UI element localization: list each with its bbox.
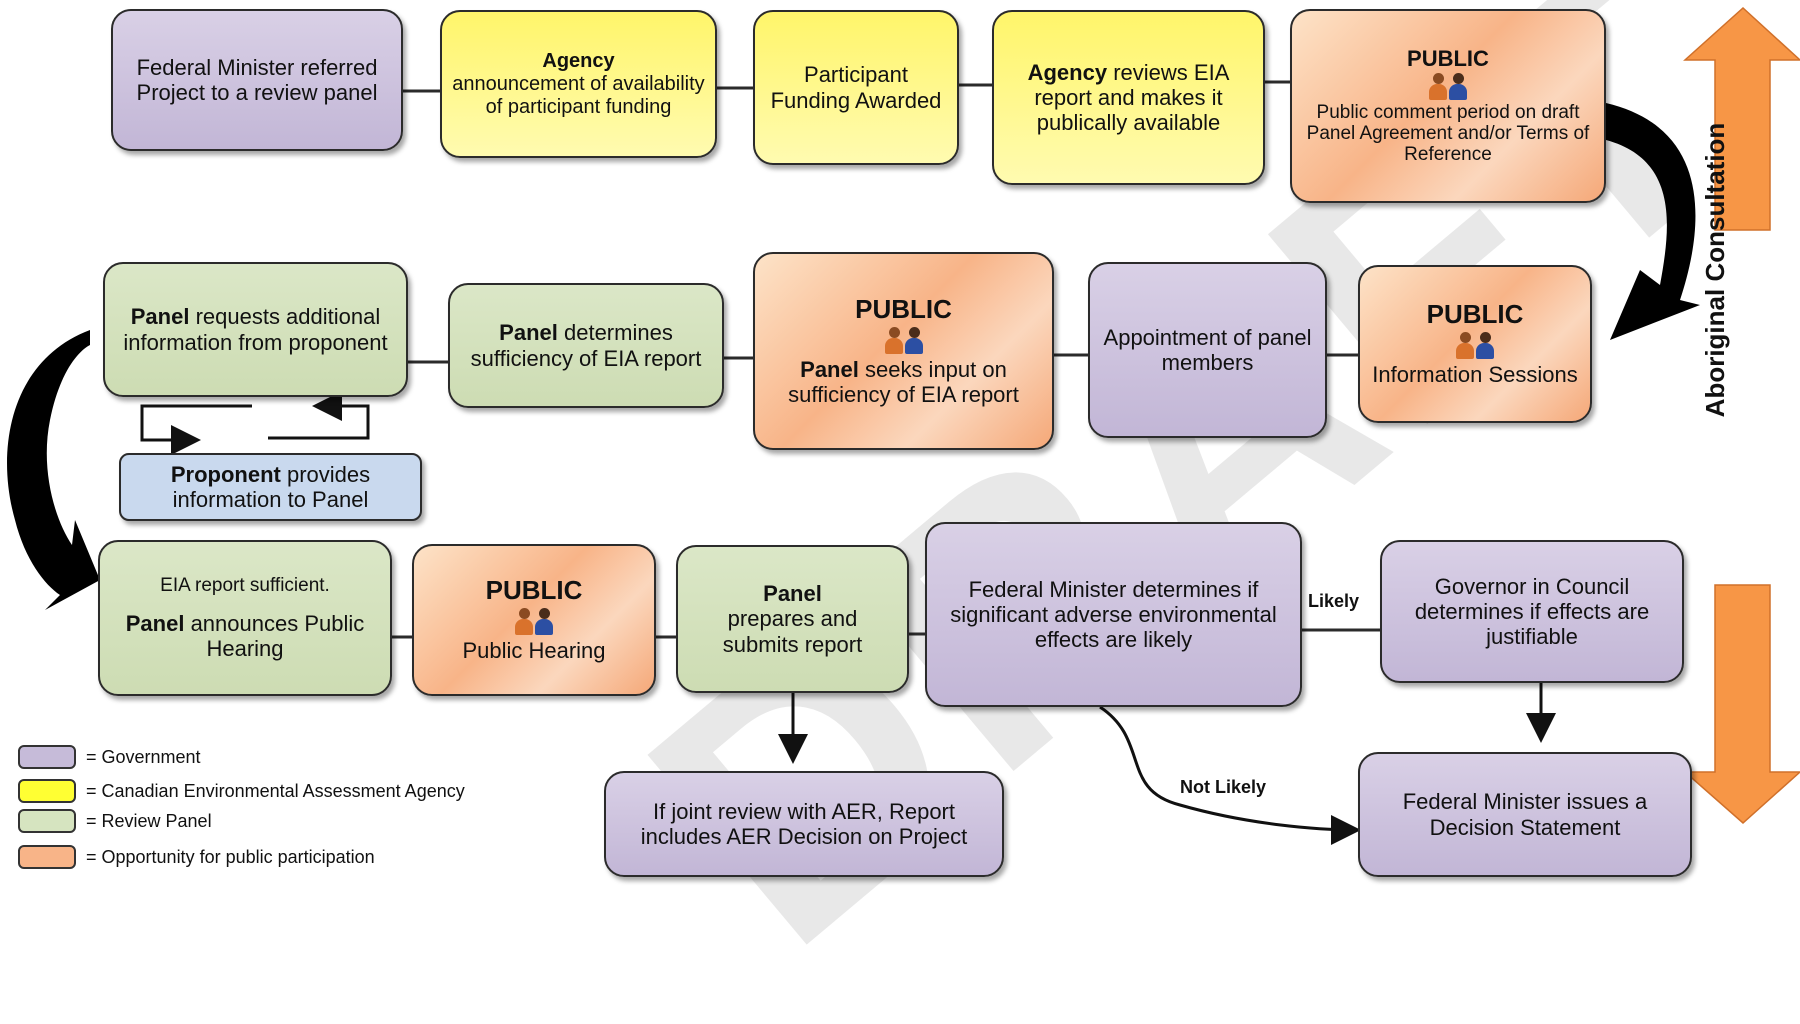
node-panel-sufficiency: Panel determines sufficiency of EIA repo… bbox=[448, 283, 724, 408]
legend-item-agency: = Canadian Environmental Assessment Agen… bbox=[18, 779, 465, 803]
legend-item-public: = Opportunity for public participation bbox=[18, 845, 375, 869]
node-decision-statement: Federal Minister issues a Decision State… bbox=[1358, 752, 1692, 877]
node-text: provides information to Panel bbox=[172, 461, 371, 512]
legend-swatch bbox=[18, 845, 76, 869]
node-public-info-sessions: PUBLIC Information Sessions bbox=[1358, 265, 1592, 423]
node-text: Participant Funding Awarded bbox=[770, 62, 942, 113]
node-bold-text: Agency bbox=[542, 49, 615, 72]
node-text-wrap: Proponent provides information to Panel bbox=[131, 462, 410, 513]
legend-label: = Review Panel bbox=[86, 810, 212, 831]
node-text: prepares and submits report bbox=[722, 606, 863, 657]
legend-label: = Canadian Environmental Assessment Agen… bbox=[86, 780, 465, 801]
node-title: PUBLIC bbox=[1426, 299, 1524, 330]
node-text: Appointment of panel members bbox=[1103, 324, 1312, 375]
node-text: determines sufficiency of EIA report bbox=[470, 320, 702, 371]
node-minister-referral: Federal Minister referred Project to a r… bbox=[111, 9, 403, 151]
node-public-sufficiency-input: PUBLIC Panel seeks input on sufficiency … bbox=[753, 252, 1054, 450]
node-public-comment-period: PUBLIC Public comment period on draft Pa… bbox=[1290, 9, 1606, 203]
node-participant-funding: Participant Funding Awarded bbox=[753, 10, 959, 165]
node-panel-requests-info: Panel requests additional information fr… bbox=[103, 262, 408, 397]
node-agency-reviews-eia: Agency reviews EIA report and makes it p… bbox=[992, 10, 1265, 185]
node-text-wrap: Agency reviews EIA report and makes it p… bbox=[1004, 60, 1253, 136]
legend-swatch bbox=[18, 745, 76, 769]
node-text: announces Public Hearing bbox=[190, 610, 365, 661]
node-text-wrap: Panel seeks input on sufficiency of EIA … bbox=[765, 357, 1042, 408]
node-text-wrap: Panel announces Public Hearing bbox=[110, 611, 380, 662]
node-governor-in-council: Governor in Council determines if effect… bbox=[1380, 540, 1684, 683]
node-appointment-panel: Appointment of panel members bbox=[1088, 262, 1327, 438]
loop-arrow-right bbox=[268, 391, 370, 440]
node-minister-determines: Federal Minister determines if significa… bbox=[925, 522, 1302, 707]
legend-swatch bbox=[18, 779, 76, 803]
node-text: Federal Minister issues a Decision State… bbox=[1402, 789, 1648, 840]
legend-swatch bbox=[18, 809, 76, 833]
node-text-wrap: Panel requests additional information fr… bbox=[115, 304, 396, 355]
node-bold-text: Panel bbox=[125, 610, 185, 636]
legend-label: = Opportunity for public participation bbox=[86, 846, 375, 867]
node-text: Public comment period on draft Panel Agr… bbox=[1306, 102, 1590, 166]
orange-arrow-down bbox=[1683, 584, 1800, 825]
legend-item-review-panel: = Review Panel bbox=[18, 809, 212, 833]
public-participants-icon bbox=[1429, 73, 1467, 101]
public-participants-icon bbox=[884, 326, 923, 355]
curved-arrow-right bbox=[1606, 103, 1700, 340]
node-bold-text: Panel bbox=[130, 304, 190, 330]
public-participants-icon bbox=[515, 608, 553, 636]
node-text: Public Hearing bbox=[462, 638, 606, 664]
edge-label-likely: Likely bbox=[1308, 591, 1360, 611]
node-proponent-provides-info: Proponent provides information to Panel bbox=[119, 453, 422, 521]
node-text-wrap: Panel determines sufficiency of EIA repo… bbox=[460, 320, 712, 371]
node-bold-text: Agency bbox=[1027, 59, 1108, 85]
legend-item-government: = Government bbox=[18, 745, 201, 769]
node-line1: EIA report sufficient. bbox=[160, 574, 330, 596]
orange-arrow-up bbox=[1683, 6, 1800, 231]
node-text: announcement of availability of particip… bbox=[452, 72, 705, 118]
node-text: reviews EIA report and makes it publical… bbox=[1034, 59, 1230, 136]
node-bold-text: Panel bbox=[499, 320, 558, 346]
node-text: Information Sessions bbox=[1372, 362, 1578, 388]
connector-layer bbox=[7, 6, 1800, 845]
node-title: PUBLIC bbox=[855, 293, 952, 324]
node-bold-text: Panel bbox=[763, 581, 822, 607]
node-text: Governor in Council determines if effect… bbox=[1414, 573, 1650, 650]
legend-label: = Government bbox=[86, 746, 201, 767]
node-text: Federal Minister determines if significa… bbox=[950, 576, 1277, 653]
node-text: requests additional information from pro… bbox=[123, 304, 388, 355]
node-public-hearing: PUBLIC Public Hearing bbox=[412, 544, 656, 696]
node-eia-sufficient: EIA report sufficient. Panel announces P… bbox=[98, 540, 392, 696]
flowchart: DRAFT bbox=[7, 0, 1800, 1019]
edge-label-not-likely: Not Likely bbox=[1180, 777, 1267, 797]
node-bold-text: Proponent bbox=[170, 461, 281, 487]
node-agency-funding-announcement: Agency announcement of availability of p… bbox=[440, 10, 717, 158]
arrow-not-likely bbox=[1099, 705, 1361, 845]
aboriginal-consultation-label: Aboriginal Consultation bbox=[1700, 122, 1730, 418]
curved-arrow-left bbox=[7, 330, 100, 610]
node-text: seeks input on sufficiency of EIA report bbox=[788, 356, 1019, 407]
node-title: PUBLIC bbox=[485, 575, 583, 606]
loop-arrow-left bbox=[140, 404, 252, 455]
node-text: Federal Minister referred Project to a r… bbox=[136, 54, 378, 105]
node-title: PUBLIC bbox=[1407, 46, 1489, 72]
node-text: If joint review with AER, Report include… bbox=[640, 798, 968, 849]
node-bold-text: Panel bbox=[800, 356, 859, 382]
node-panel-report: Panel prepares and submits report bbox=[676, 545, 909, 693]
public-participants-icon bbox=[1456, 332, 1494, 360]
node-joint-review-aer: If joint review with AER, Report include… bbox=[604, 771, 1004, 877]
